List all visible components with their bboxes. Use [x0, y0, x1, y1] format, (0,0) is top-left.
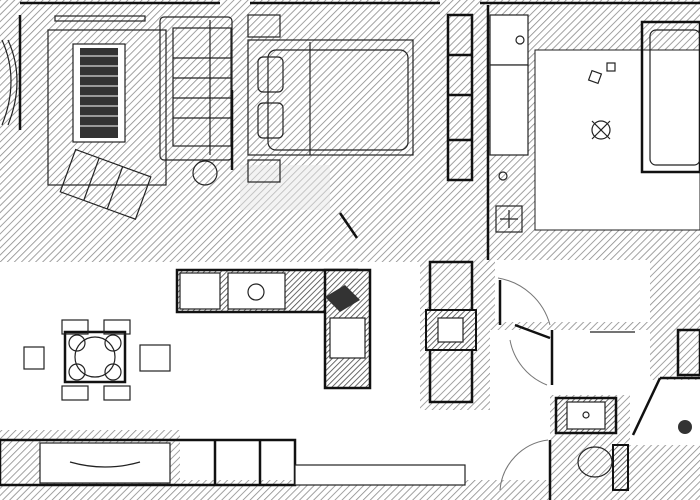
white-floor — [240, 49, 700, 445]
sink — [554, 396, 618, 435]
kitchen-counter — [175, 268, 372, 390]
door — [497, 277, 635, 500]
toilet — [577, 444, 629, 491]
shower-screen — [631, 328, 700, 436]
bathtub — [640, 20, 700, 174]
sideboard — [0, 438, 466, 487]
plant-icon — [495, 171, 523, 233]
side-cabinet — [489, 14, 529, 156]
table-with-chairs — [587, 62, 616, 140]
armchair — [59, 148, 152, 220]
wardrobe — [446, 13, 474, 182]
dining-table — [23, 319, 171, 401]
door-handle — [338, 212, 359, 239]
window — [1, 15, 146, 126]
sofa — [159, 16, 234, 186]
living-room-rug — [47, 29, 167, 186]
fridge — [425, 260, 477, 404]
bed — [247, 14, 414, 183]
exterior-wall — [18, 1, 700, 260]
